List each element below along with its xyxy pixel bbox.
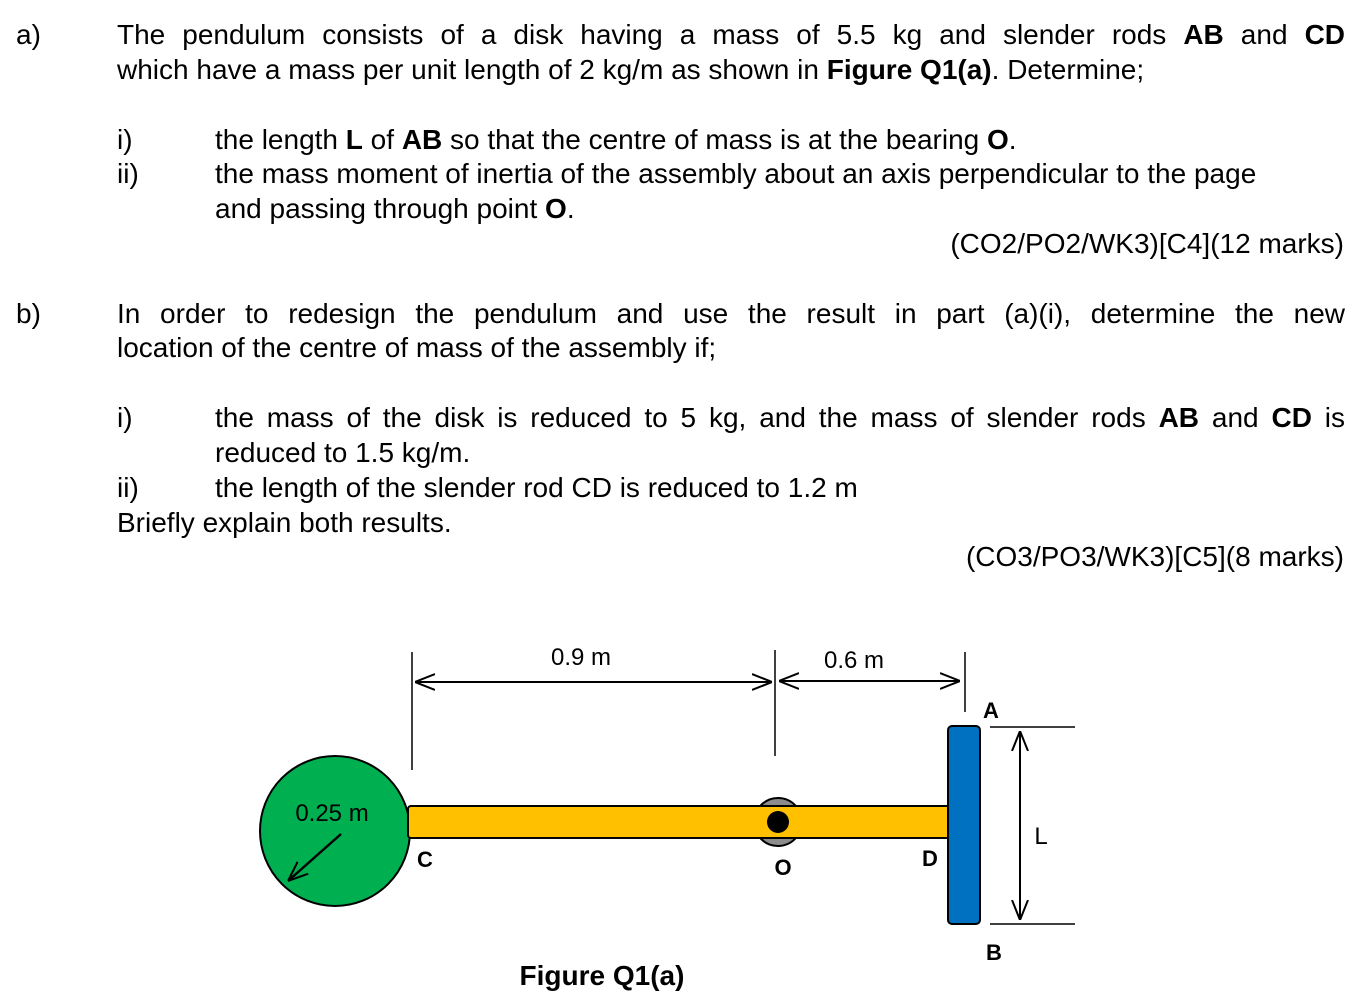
length-label-l: L (1034, 823, 1047, 850)
point-label-o: O (774, 855, 791, 880)
question-b-closing: Briefly explain both results. (117, 507, 452, 538)
question-b-item1-number: i) (117, 402, 133, 433)
question-b-item2-text: the length of the slender rod CD is redu… (215, 472, 858, 503)
dimension-label-od: 0.6 m (824, 647, 884, 674)
question-b-intro-line2: location of the centre of mass of the as… (117, 332, 717, 363)
question-b-item1-line2: reduced to 1.5 kg/m. (215, 437, 471, 468)
question-a-intro-line1: The pendulum consists of a disk having a… (117, 19, 1346, 50)
point-label-d: D (922, 846, 938, 871)
disk (259, 755, 411, 907)
question-a-label: a) (16, 19, 41, 50)
question-a-item2-line1: the mass moment of inertia of the assemb… (215, 158, 1257, 189)
rod-ab (947, 725, 981, 925)
question-b-label: b) (16, 298, 41, 329)
bearing-pin (767, 811, 789, 833)
dimension-label-co: 0.9 m (551, 644, 611, 671)
point-label-c: C (417, 847, 433, 872)
question-b-item1-line1: the mass of the disk is reduced to 5 kg,… (215, 402, 1346, 433)
question-a-item1-text: the length L of AB so that the centre of… (215, 124, 1017, 155)
point-label-a: A (983, 698, 999, 723)
question-b-intro-line1: In order to redesign the pendulum and us… (117, 298, 1345, 329)
question-a-marks: (CO2/PO2/WK3)[C4](12 marks) (950, 228, 1344, 259)
question-a-item2-line2: and passing through point O. (215, 193, 575, 224)
figure-caption: Figure Q1(a) (520, 960, 685, 991)
question-b-item2-number: ii) (117, 472, 139, 503)
point-label-b: B (986, 940, 1002, 965)
question-a-item2-number: ii) (117, 158, 139, 189)
question-b-marks: (CO3/PO3/WK3)[C5](8 marks) (965, 541, 1344, 572)
radius-arrow (288, 833, 342, 881)
radius-label: 0.25 m (295, 800, 368, 827)
question-a-item1-number: i) (117, 124, 133, 155)
question-a-intro-line2: which have a mass per unit length of 2 k… (117, 54, 1145, 85)
rod-cd (407, 805, 951, 839)
